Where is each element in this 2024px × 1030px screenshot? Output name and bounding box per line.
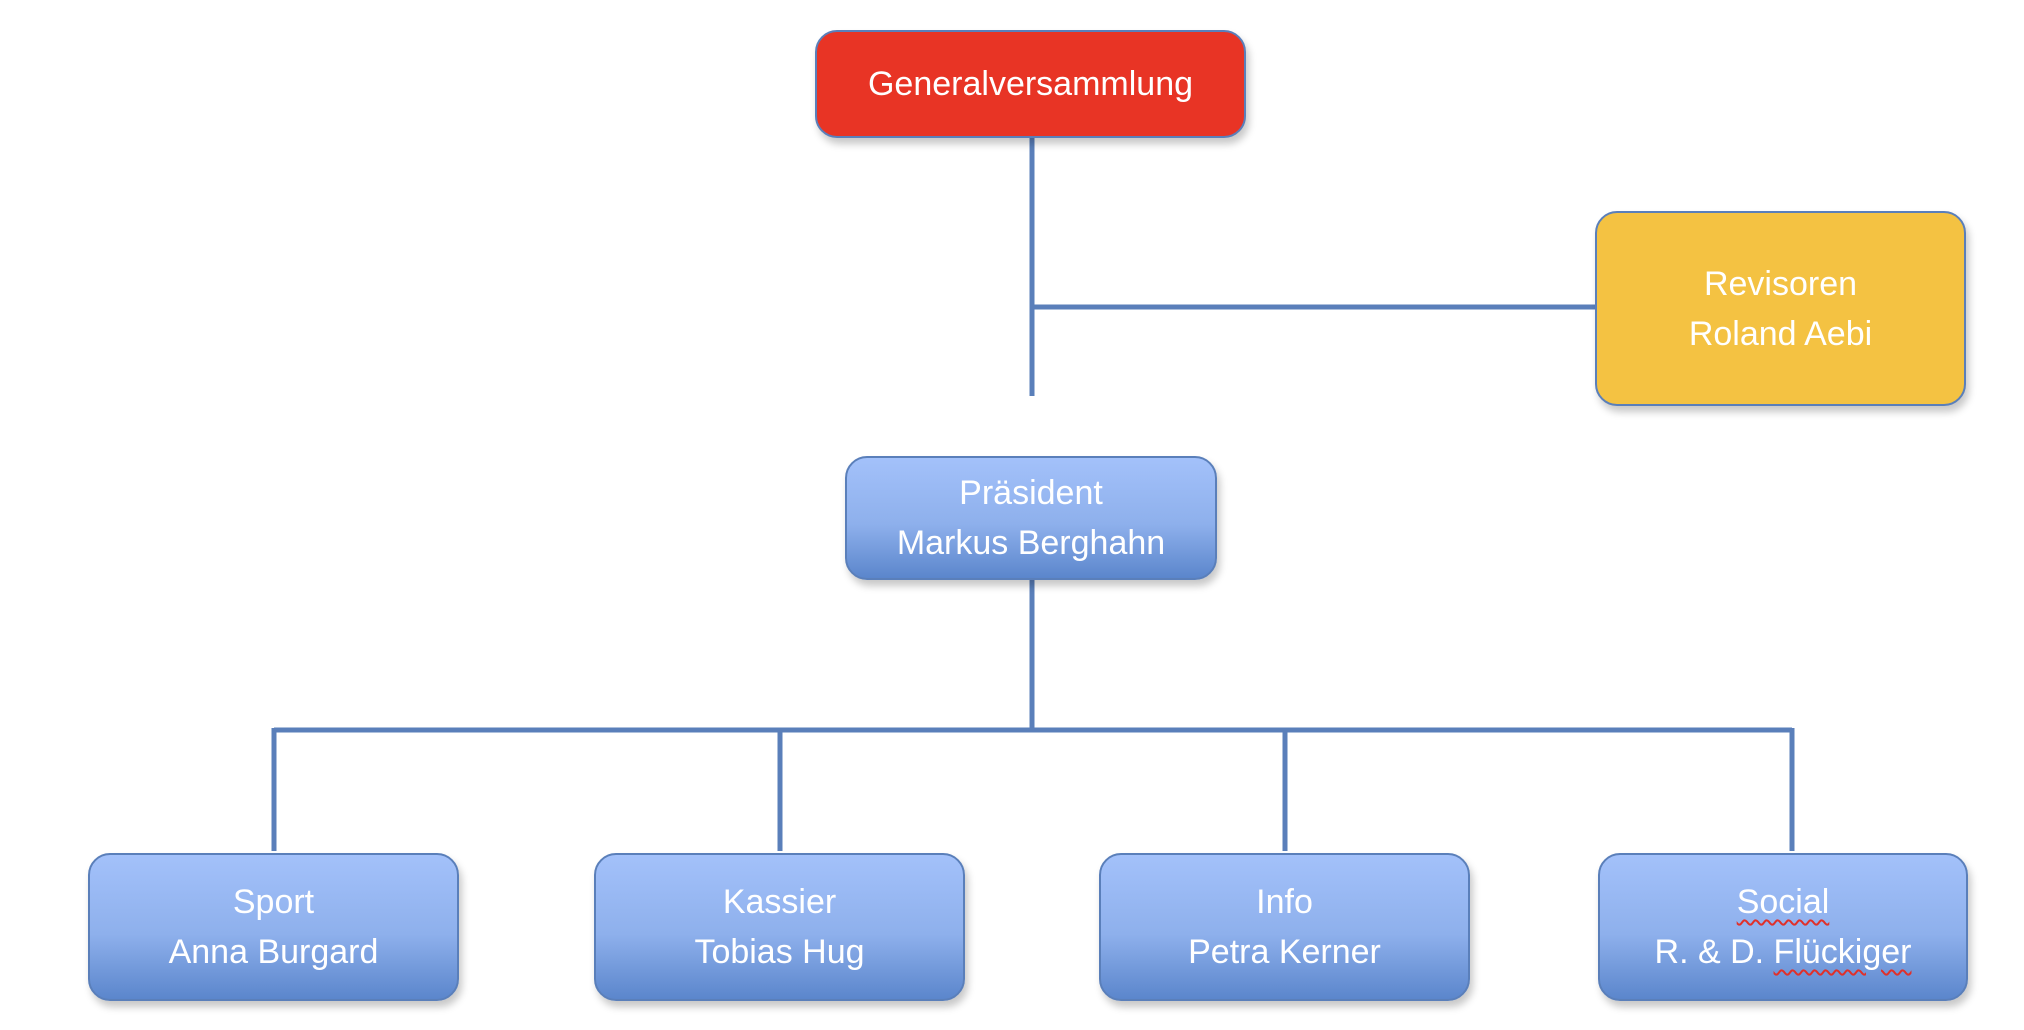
node-person: R. & D. Flückiger <box>1655 927 1912 977</box>
node-person: Markus Berghahn <box>896 524 1166 562</box>
node-role: Social <box>1736 883 1830 921</box>
node-info[interactable]: Info Petra Kerner <box>1099 853 1470 1001</box>
node-role: Kassier <box>722 883 837 921</box>
node-title: Generalversammlung <box>867 65 1194 103</box>
node-role: Sport <box>232 883 315 921</box>
node-person-prefix: R. & D. <box>1654 933 1765 971</box>
node-person: Anna Burgard <box>168 933 379 971</box>
node-person-surname: Flückiger <box>1773 933 1912 971</box>
node-person: Petra Kerner <box>1188 933 1381 971</box>
node-role: Revisoren <box>1703 264 1858 303</box>
node-person: Roland Aebi <box>1688 314 1873 353</box>
node-social[interactable]: Social R. & D. Flückiger <box>1598 853 1968 1001</box>
node-role: Info <box>1256 883 1313 921</box>
node-sport[interactable]: Sport Anna Burgard <box>88 853 459 1001</box>
node-kassier[interactable]: Kassier Tobias Hug <box>594 853 965 1001</box>
node-generalversammlung[interactable]: Generalversammlung <box>815 30 1246 138</box>
node-revisoren[interactable]: Revisoren Roland Aebi <box>1595 211 1966 406</box>
node-praesident[interactable]: Präsident Markus Berghahn <box>845 456 1217 580</box>
node-person: Tobias Hug <box>694 933 865 971</box>
node-role: Präsident <box>959 474 1103 512</box>
